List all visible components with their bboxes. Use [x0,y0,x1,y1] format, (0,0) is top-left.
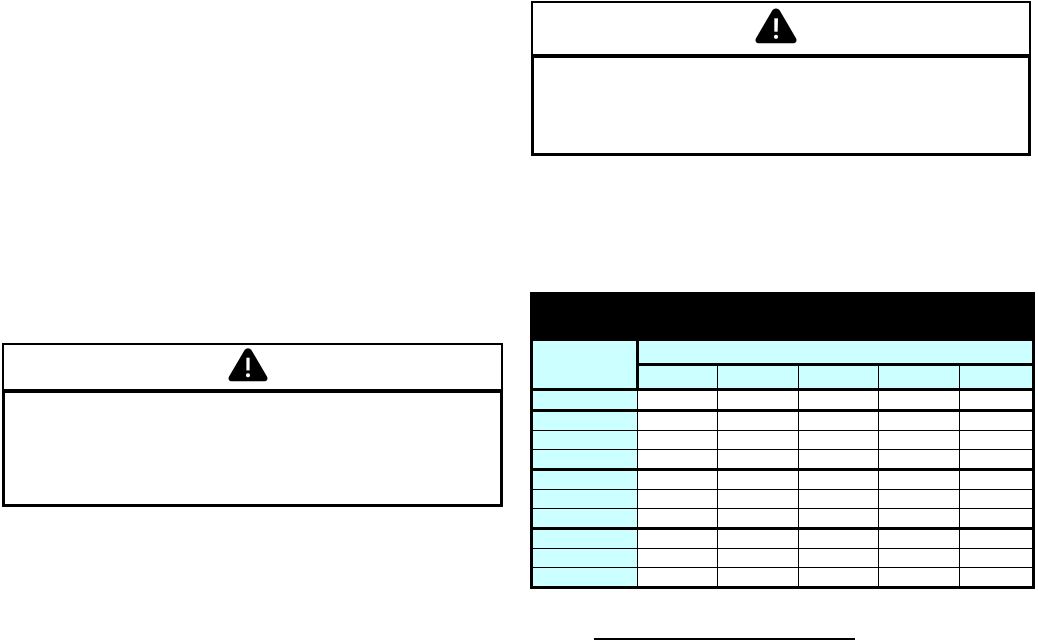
table-row [531,528,1034,549]
table-row [531,430,1034,450]
warning-body [531,58,1031,156]
table-row [531,469,1034,490]
footer-divider [594,638,855,640]
table-cell [797,489,880,509]
table-cell [636,548,719,568]
table-column-header [797,364,880,391]
warning-header [2,343,503,393]
table-cell [958,430,1034,450]
table-cell [878,410,960,431]
table-row-label [531,548,638,568]
table-cell [958,489,1034,509]
table-column-header [958,364,1034,391]
table-cell [878,528,960,549]
table-row-label [531,449,638,471]
table-cell [717,430,799,450]
table-cell [636,449,719,471]
table-row-label [531,567,638,588]
table-cell [636,508,719,530]
table-column-header [636,364,719,391]
warning-header [531,1,1031,58]
warning-box-mid-left [2,343,503,507]
table-cell [878,430,960,450]
warning-box-top-right [531,1,1031,156]
table-row [531,548,1034,568]
table-cell [636,430,719,450]
table-cell [797,410,880,431]
table-cell [717,508,799,530]
table-cell [958,567,1034,588]
table-row-label [531,430,638,450]
table-cell [717,469,799,490]
warning-body [2,393,503,507]
table-title [531,293,1034,341]
table-cell [878,548,960,568]
table-row-label [531,528,638,549]
table-cell [717,389,799,412]
table-cell [717,410,799,431]
table-cell [878,508,960,530]
table-cell [958,410,1034,431]
table-column-header [717,364,799,391]
table-cell [717,489,799,509]
table-row-label [531,508,638,530]
table-cell [878,567,960,588]
warning-triangle-icon [754,7,798,50]
table-row-label [531,469,638,490]
warning-triangle-icon [227,347,269,388]
table-cell [878,469,960,490]
table-row-label [531,489,638,509]
table-cell [636,410,719,431]
table-cell [958,528,1034,549]
table-cell [636,528,719,549]
table-cell [797,548,880,568]
table-cell [878,489,960,509]
table-cell [717,567,799,588]
table-row [531,389,1034,412]
table-group-header [636,340,1035,366]
table-cell [797,508,880,530]
specification-table [530,292,1035,589]
table-cell [797,449,880,471]
table-cell [958,548,1034,568]
table-cell [958,508,1034,530]
table-cell [717,449,799,471]
table-column-header [878,364,960,391]
table-cell [797,430,880,450]
table-row-label-header [531,340,639,391]
table-cell [958,469,1034,490]
table-cell [797,567,880,588]
table-cell [636,489,719,509]
table-row-label [531,410,638,431]
table-cell [636,389,719,412]
table-row-label [531,389,638,412]
table-cell [878,389,960,412]
table-cell [878,449,960,471]
table-title-band [531,293,1034,341]
table-cell [958,389,1034,412]
table-cell [958,449,1034,471]
table-row [531,489,1034,509]
table-cell [636,469,719,490]
table-cell [636,567,719,588]
table-cell [717,528,799,549]
table-group-header-row [531,340,1035,391]
table-cell [797,469,880,490]
table-cell [717,548,799,568]
table-row [531,410,1034,431]
table-cell [797,528,880,549]
table-row [531,567,1034,588]
table-row [531,449,1034,471]
table-cell [797,389,880,412]
table-column-header-row [532,364,1034,391]
table-row [531,508,1034,530]
